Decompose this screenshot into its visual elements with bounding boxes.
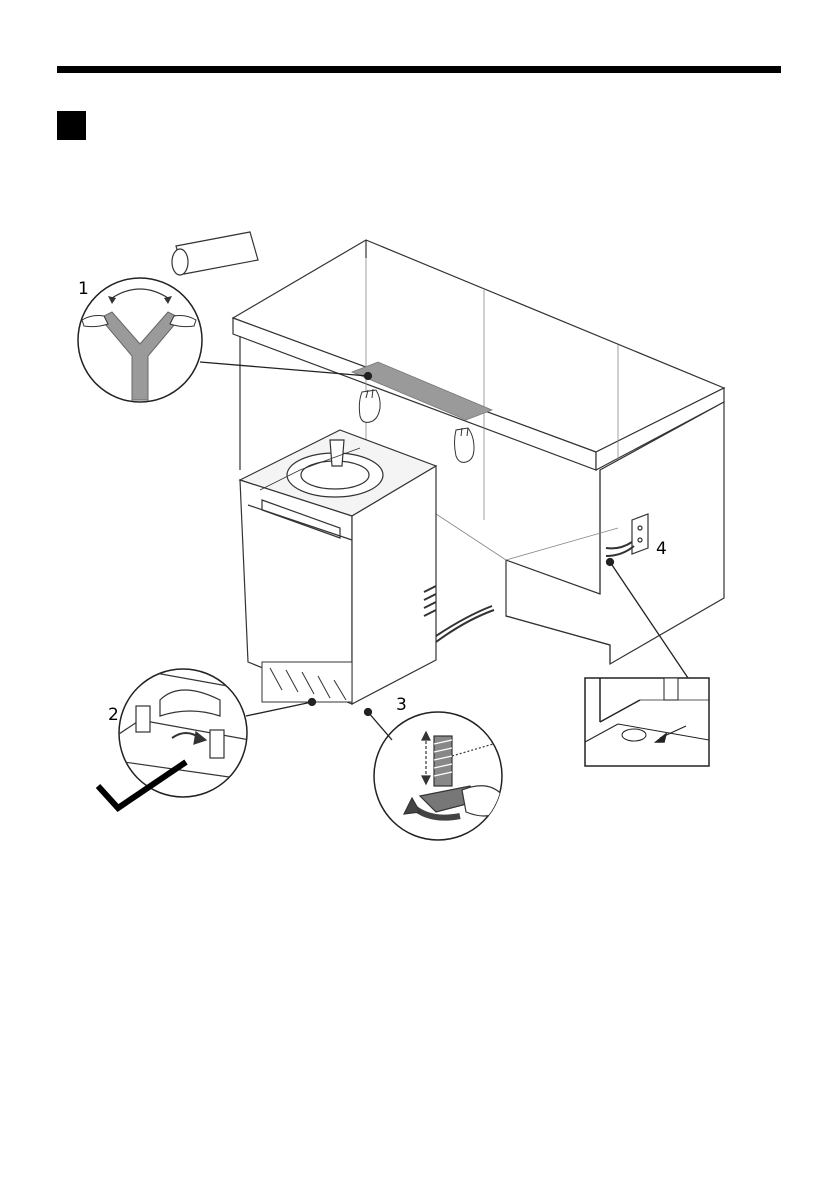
detail-circle-3	[374, 712, 506, 840]
dishwasher	[240, 430, 494, 704]
detail-box-4	[585, 678, 709, 766]
detail-circle-1	[78, 278, 202, 402]
hand-right-icon	[455, 428, 475, 462]
detail-circle-2	[110, 669, 250, 797]
callout-4: 4	[656, 539, 667, 559]
callout-3: 3	[396, 695, 407, 715]
tape-roll-icon	[172, 232, 258, 275]
callout-2: 2	[108, 705, 119, 725]
callout-1: 1	[78, 279, 89, 299]
hand-left-icon	[359, 389, 380, 422]
leader-line-3	[365, 709, 393, 741]
